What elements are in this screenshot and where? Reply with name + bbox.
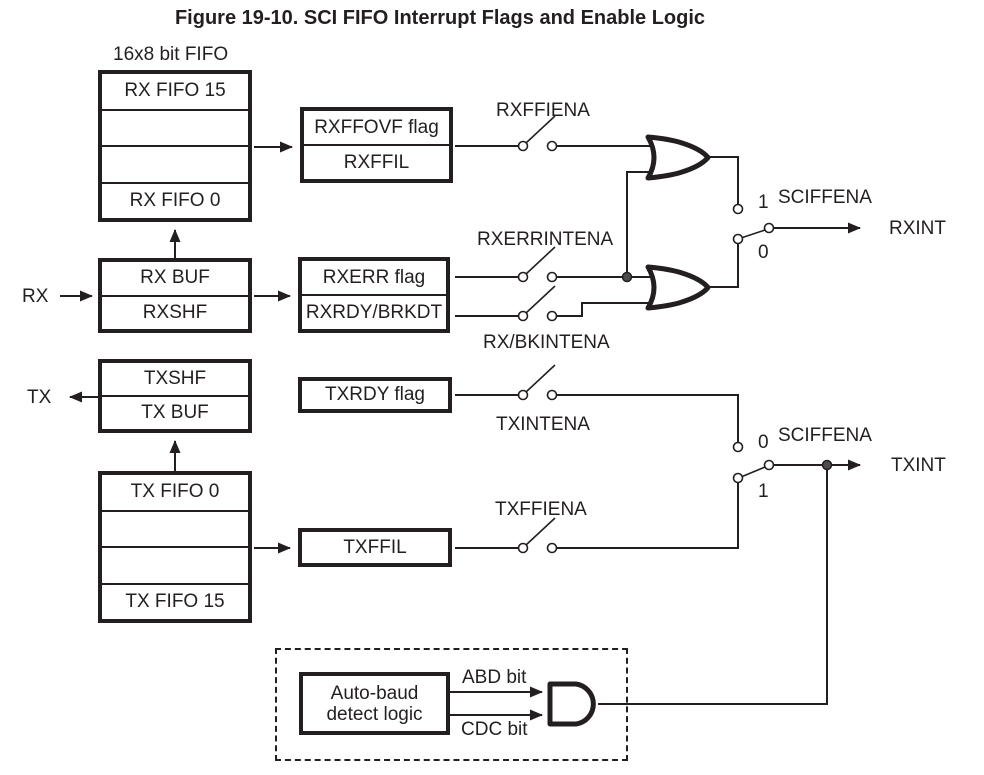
rx-fifo-empty-row (102, 145, 248, 182)
tx-pin-label: TX (27, 387, 52, 408)
rxbkintena-switch (517, 285, 558, 322)
or-gate-top (645, 134, 711, 181)
tx-fifo-box: TX FIFO 0 TX FIFO 15 (98, 471, 252, 623)
autobaud-line2: detect logic (326, 703, 423, 725)
rx-mux-0-label: 0 (758, 242, 769, 263)
rxffil-cell: RXFFIL (304, 144, 449, 179)
rxerr-box: RXERR flag RXRDY/BRKDT (298, 257, 450, 333)
tx-mux-0-label: 0 (758, 432, 769, 453)
tx-mux-1-label: 1 (758, 481, 769, 502)
txffiena-label: TXFFIENA (495, 499, 587, 520)
or-bottom-output-wire (706, 244, 739, 288)
tx-fifo-empty-row (102, 509, 248, 547)
txffil-box: TXFFIL (298, 528, 452, 567)
txrdy-box: TXRDY flag (298, 377, 452, 413)
tx-fifo-row-0: TX FIFO 0 (130, 481, 220, 503)
rxerrintena-label: RXERRINTENA (477, 229, 614, 250)
txffil-cell: TXFFIL (343, 536, 407, 558)
cdc-bit-label: CDC bit (461, 719, 528, 740)
rx-fifo-row-0: RX FIFO 0 (102, 181, 248, 219)
rx-fifo-heading: 16x8 bit FIFO (113, 44, 229, 65)
tx-sciffena-label: SCIFFENA (778, 425, 872, 446)
rx-buf-cell: RX BUF (140, 267, 210, 289)
rxerr-riser-wire (626, 171, 652, 277)
txint-label: TXINT (891, 455, 946, 476)
rxrdy-wire-b (557, 302, 652, 317)
txintena-label: TXINTENA (496, 414, 590, 435)
rxshf-cell: RXSHF (102, 294, 248, 330)
or-gate-bottom (645, 264, 711, 311)
rx-fifo-empty-row (102, 108, 248, 146)
txrdy-flag-cell: TXRDY flag (325, 384, 425, 405)
rxbkintena-label: RX/BKINTENA (483, 332, 610, 353)
rxffiena-switch (517, 115, 558, 152)
rxerrintena-switch (517, 246, 558, 283)
rxrdy-brkdt-cell: RXRDY/BRKDT (302, 294, 446, 329)
or-top-output-wire (706, 156, 739, 204)
txint-junction-dot (821, 459, 833, 471)
autobaud-line1: Auto-baud (330, 682, 419, 704)
txshf-cell: TXSHF (143, 368, 207, 389)
abd-bit-label: ABD bit (462, 667, 527, 688)
tx-buf-cell: TX BUF (102, 395, 248, 429)
rx-sciffena-label: SCIFFENA (778, 187, 872, 208)
tx-buf-box: TXSHF TX BUF (98, 359, 252, 433)
rx-fifo-box: RX FIFO 15 RX FIFO 0 (98, 70, 252, 222)
tx-fifo-empty-row (102, 546, 248, 583)
rx-mux-1-label: 1 (758, 192, 769, 213)
rxffovf-flag-cell: RXFFOVF flag (314, 116, 439, 138)
autobaud-logic-box: Auto-baud detect logic (299, 672, 450, 735)
rx-buf-box: RX BUF RXSHF (98, 258, 252, 333)
txintena-switch (517, 364, 558, 401)
and-to-txint-wire (598, 465, 828, 705)
rxffovf-box: RXFFOVF flag RXFFIL (300, 107, 453, 183)
rxffiena-label: RXFFIENA (496, 100, 590, 121)
rx-pin-label: RX (22, 286, 49, 307)
txffiena-switch (517, 517, 558, 554)
rxerr-junction-dot (621, 271, 633, 283)
tx-fifo-row-15: TX FIFO 15 (102, 582, 248, 620)
rxerr-flag-cell: RXERR flag (322, 266, 426, 288)
rxint-label: RXINT (889, 218, 946, 239)
figure-title: Figure 19-10. SCI FIFO Interrupt Flags a… (174, 7, 706, 29)
rx-fifo-row-15: RX FIFO 15 (124, 80, 226, 102)
